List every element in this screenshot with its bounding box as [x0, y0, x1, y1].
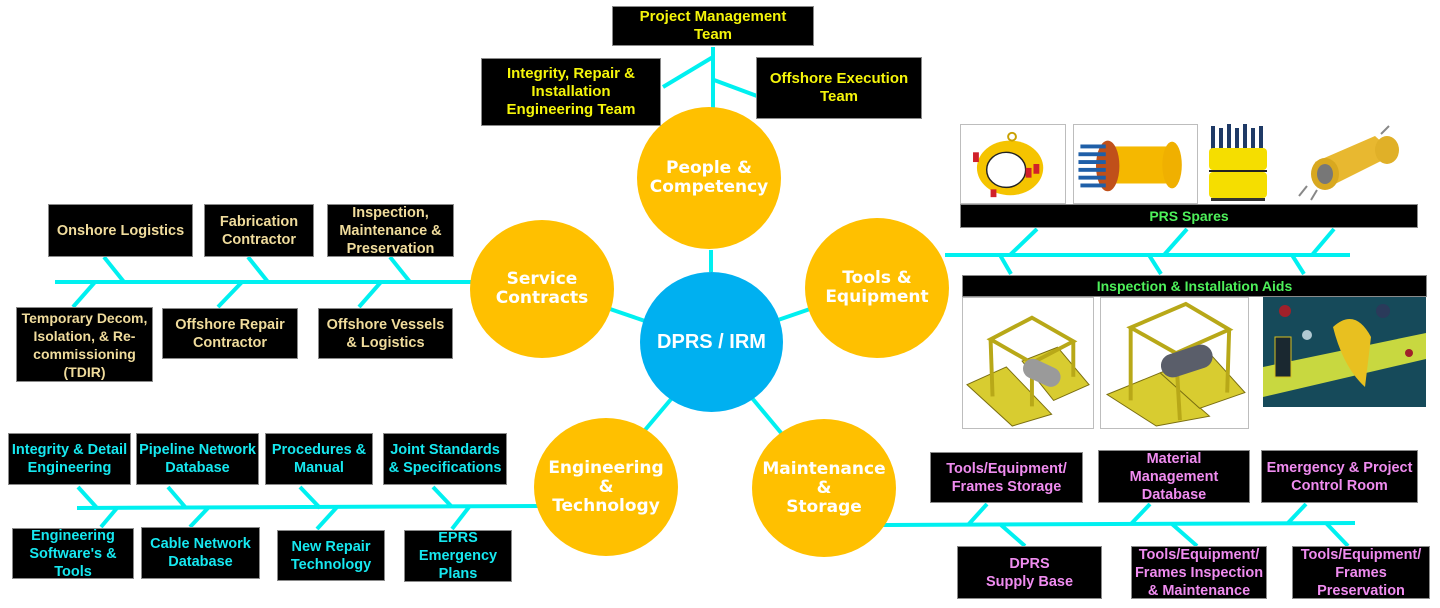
people-integrity-repair-installation-team[interactable]: Integrity, Repair & Installation Enginee…	[481, 58, 661, 126]
tools-branch	[1310, 227, 1336, 257]
inspection-installation-aids-bar[interactable]: Inspection & Installation Aids	[962, 275, 1427, 297]
subsea-installation-image	[1263, 297, 1426, 407]
tools-branch	[1008, 227, 1039, 257]
engineering-branch	[431, 485, 454, 509]
service-onshore-logistics[interactable]: Onshore Logistics	[48, 204, 193, 257]
spoke-engineering	[643, 396, 674, 432]
maintenance-branch	[1129, 502, 1152, 526]
mechanical-connector-image	[1205, 124, 1271, 204]
category-engineering-technology[interactable]: Engineering & Technology	[534, 418, 678, 556]
engineering-branch	[315, 505, 339, 531]
prs-spares-bar[interactable]: PRS Spares	[960, 204, 1418, 228]
category-people-competency[interactable]: People & Competency	[637, 107, 781, 249]
people-branch-left	[661, 55, 715, 89]
eng-engineering-software-tools[interactable]: Engineering Software's & Tools	[12, 528, 134, 579]
service-branch	[102, 255, 126, 284]
service-branch	[246, 255, 270, 284]
eng-eprs-emergency-plans[interactable]: EPRS Emergency Plans	[404, 530, 512, 582]
service-branch	[357, 280, 383, 309]
category-tools-equipment[interactable]: Tools & Equipment	[805, 218, 949, 358]
spoke-tools	[777, 307, 811, 322]
repair-clamp-image	[1295, 124, 1407, 204]
lifting-frame-image	[1100, 297, 1249, 429]
maint-frames-preservation[interactable]: Tools/Equipment/ Frames Preservation	[1292, 546, 1430, 599]
category-service-contracts[interactable]: Service Contracts	[470, 220, 614, 358]
service-offshore-vessels-logistics[interactable]: Offshore Vessels & Logistics	[318, 308, 453, 359]
service-inspection-maintenance-preservation[interactable]: Inspection, Maintenance & Preservation	[327, 204, 454, 257]
maint-frames-inspection-maintenance[interactable]: Tools/Equipment/ Frames Inspection & Mai…	[1131, 546, 1267, 599]
service-branch	[71, 280, 97, 309]
engineering-spine	[76, 504, 541, 510]
engineering-branch	[298, 485, 322, 510]
tools-branch	[1162, 227, 1189, 257]
people-branch-right	[713, 78, 758, 98]
maintenance-spine	[881, 521, 1356, 527]
tools-branch	[998, 253, 1013, 276]
service-tdir[interactable]: Temporary Decom, Isolation, & Re- commis…	[16, 307, 153, 382]
category-maintenance-storage[interactable]: Maintenance & Storage	[752, 419, 896, 557]
engineering-branch	[450, 505, 471, 531]
hub-dprs-irm[interactable]: DPRS / IRM	[640, 272, 783, 412]
service-branch	[216, 280, 244, 309]
maintenance-branch	[1324, 521, 1350, 548]
engineering-branch	[166, 485, 188, 510]
maintenance-branch	[966, 502, 989, 527]
tools-branch	[1147, 253, 1163, 276]
engineering-branch	[99, 506, 119, 529]
maint-dprs-supply-base[interactable]: DPRS Supply Base	[957, 546, 1102, 599]
flange-connector-image	[1073, 124, 1198, 204]
pipe-handling-frame-image	[962, 297, 1094, 429]
maint-material-management-database[interactable]: Material Management Database	[1098, 450, 1250, 503]
eng-new-repair-technology[interactable]: New Repair Technology	[277, 530, 385, 581]
people-offshore-execution-team[interactable]: Offshore Execution Team	[756, 57, 922, 119]
maint-emergency-project-control-room[interactable]: Emergency & Project Control Room	[1261, 450, 1418, 503]
eng-integrity-detail-engineering[interactable]: Integrity & Detail Engineering	[8, 433, 131, 485]
eng-pipeline-network-database[interactable]: Pipeline Network Database	[136, 433, 259, 485]
tools-branch	[1290, 253, 1306, 276]
people-project-management-team[interactable]: Project Management Team	[612, 6, 814, 46]
eng-procedures-manual[interactable]: Procedures & Manual	[265, 433, 373, 485]
maintenance-branch	[999, 523, 1027, 548]
service-offshore-repair-contractor[interactable]: Offshore Repair Contractor	[162, 308, 298, 359]
eng-cable-network-database[interactable]: Cable Network Database	[141, 527, 260, 579]
maintenance-branch	[1170, 522, 1199, 548]
eng-joint-standards-specifications[interactable]: Joint Standards & Specifications	[383, 433, 507, 485]
engineering-branch	[76, 485, 99, 510]
maint-frames-storage[interactable]: Tools/Equipment/ Frames Storage	[930, 452, 1083, 503]
engineering-branch	[188, 506, 210, 529]
maintenance-branch	[1286, 502, 1308, 525]
spoke-service	[609, 307, 646, 323]
service-fabrication-contractor[interactable]: Fabrication Contractor	[204, 204, 314, 257]
split-sleeve-clamp-image	[960, 124, 1066, 204]
service-branch	[388, 255, 412, 284]
spoke-maintenance	[750, 396, 784, 436]
